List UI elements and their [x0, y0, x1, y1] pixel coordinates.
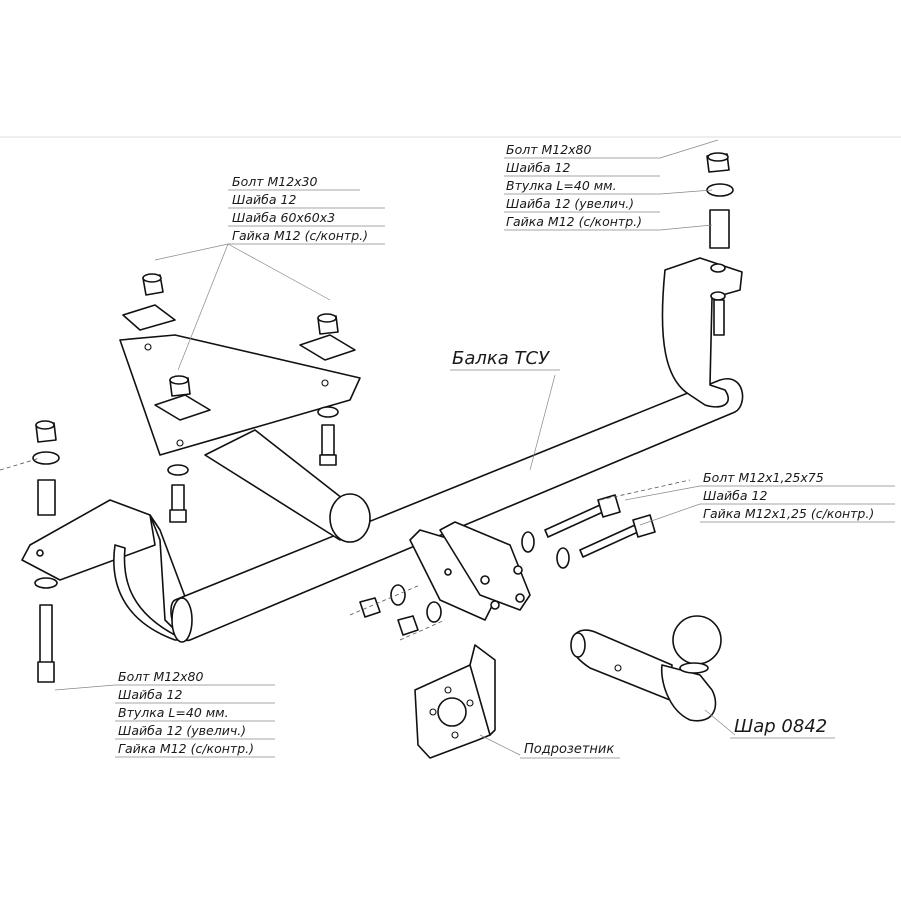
label-group-bottom-left: Болт М12х80 Шайба 12 Втулка L=40 мм. Шай…: [118, 669, 254, 756]
label-washer-12-enlarged: Шайба 12 (увелич.): [506, 196, 634, 211]
label-sleeve-40: Втулка L=40 мм.: [506, 178, 617, 193]
fasteners: [32, 152, 734, 683]
label-nut-m12: Гайка М12 (с/контр.): [232, 228, 368, 243]
label-nut-m12x125: Гайка М12х1,25 (с/контр.): [703, 506, 874, 521]
label-bolt-m12x80: Болт М12х80: [118, 669, 204, 684]
tow-ball: [570, 615, 722, 722]
label-washer-12: Шайба 12: [232, 192, 296, 207]
towbar-beam: [21, 257, 744, 643]
label-washer-12-enlarged: Шайба 12 (увелич.): [118, 723, 246, 738]
label-bolt-m12x125x75: Болт М12х1,25х75: [703, 470, 824, 485]
label-bolt-m12x30: Болт М12х30: [232, 174, 318, 189]
socket-bracket: [414, 644, 496, 759]
label-sleeve-40: Втулка L=40 мм.: [118, 705, 229, 720]
label-nut-m12: Гайка М12 (с/контр.): [118, 741, 254, 756]
label-ball: Шар 0842: [734, 716, 827, 737]
label-washer-12: Шайба 12: [506, 160, 570, 175]
leader-lines: [0, 139, 895, 759]
label-washer-12: Шайба 12: [703, 488, 767, 503]
label-bolt-m12x80: Болт М12х80: [506, 142, 592, 157]
label-washer-60x60: Шайба 60х60х3: [232, 210, 335, 225]
label-nut-m12: Гайка М12 (с/контр.): [506, 214, 642, 229]
label-washer-12: Шайба 12: [118, 687, 182, 702]
label-group-top-left: Болт М12х30 Шайба 12 Шайба 60х60х3 Гайка…: [232, 174, 368, 243]
label-group-mid-right: Болт М12х1,25х75 Шайба 12 Гайка М12х1,25…: [703, 470, 874, 521]
label-socket-bracket: Подрозетник: [524, 742, 614, 757]
label-beam: Балка ТСУ: [452, 348, 550, 369]
label-group-top-right: Болт М12х80 Шайба 12 Втулка L=40 мм. Шай…: [506, 142, 642, 229]
